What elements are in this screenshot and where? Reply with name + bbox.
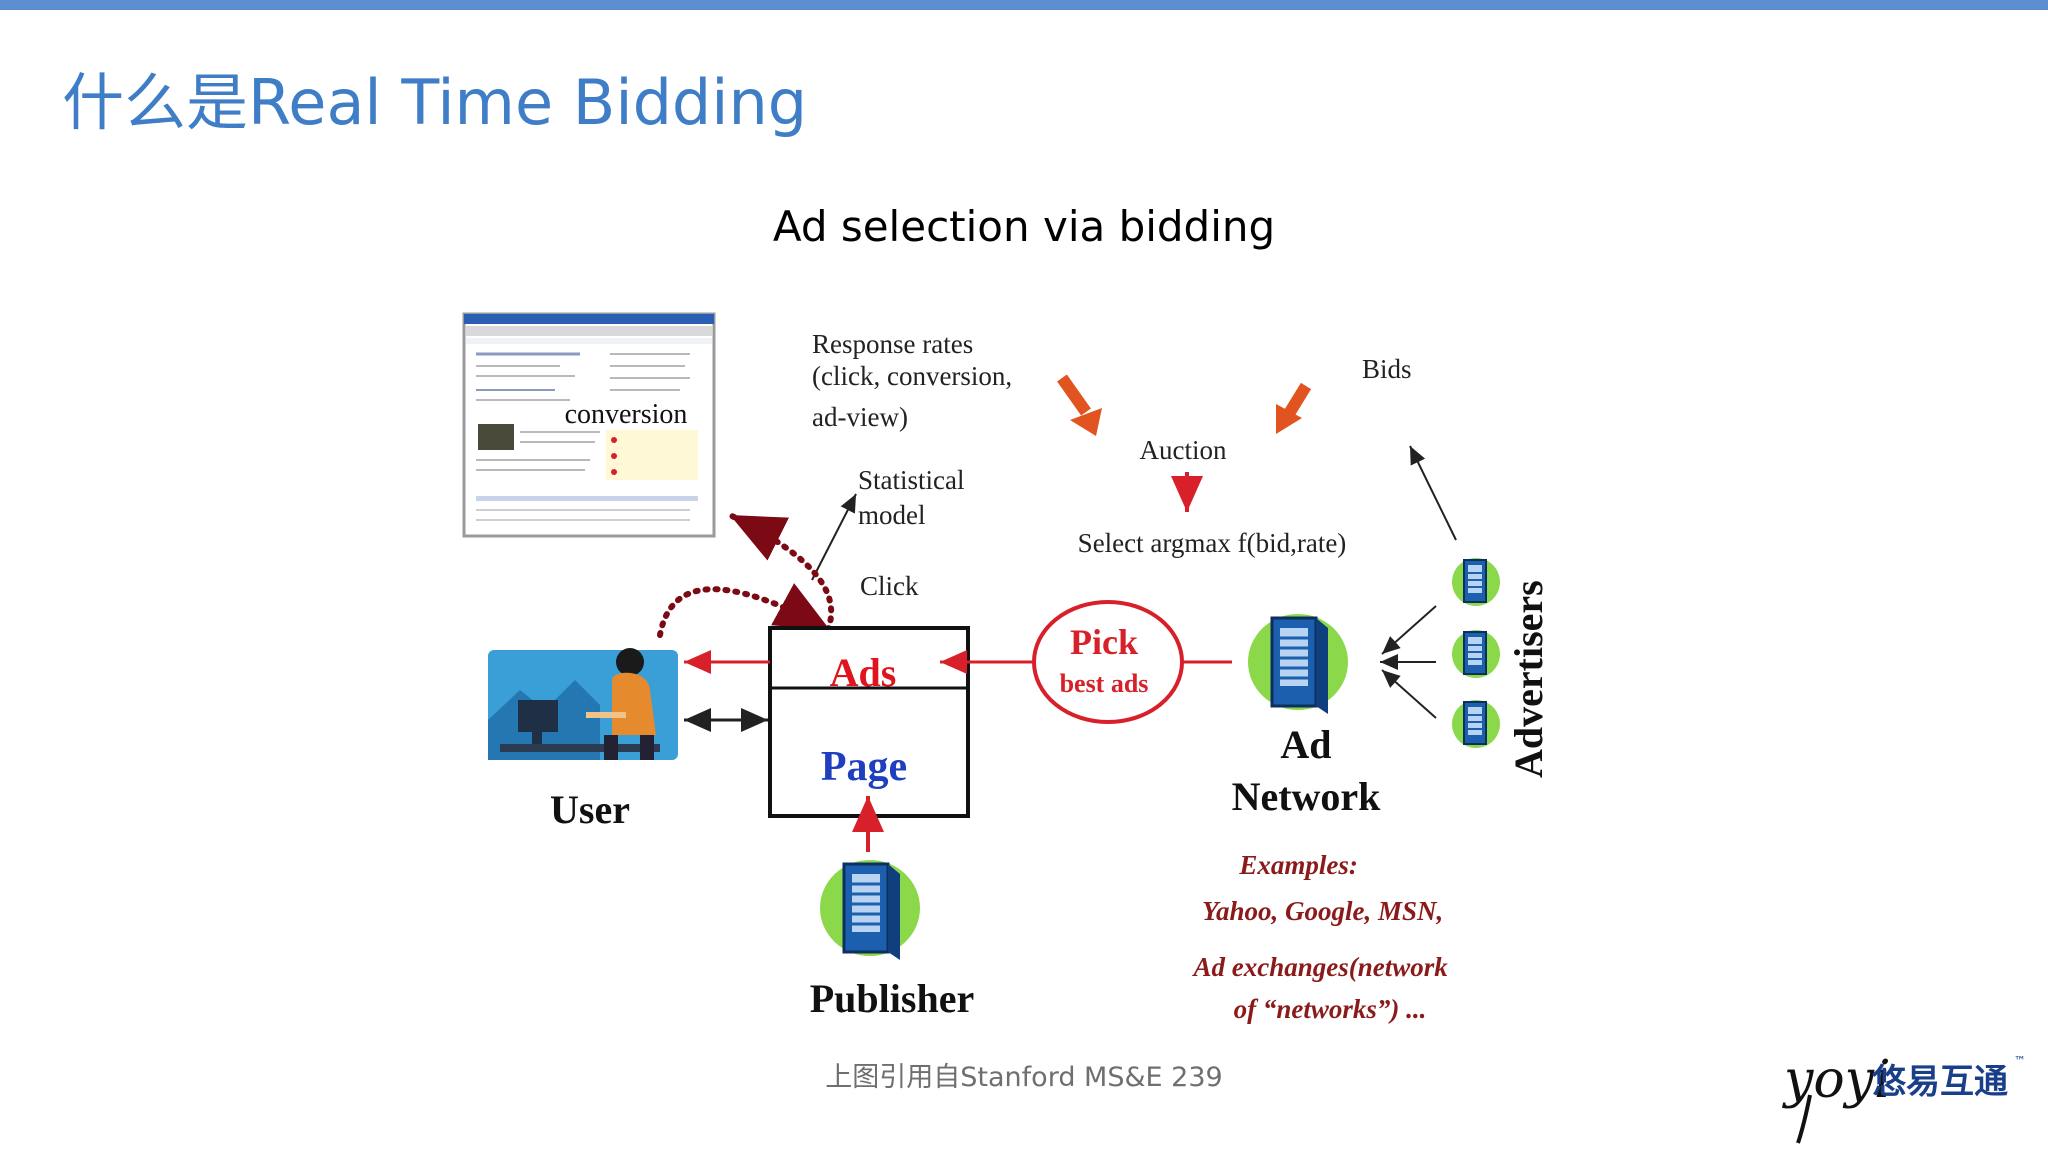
slide-title: 什么是Real Time Bidding xyxy=(62,66,808,139)
advertiser-server-icon-3 xyxy=(1451,699,1501,749)
logo-script-tail xyxy=(1796,1094,1812,1144)
statistical-line-2: model xyxy=(858,500,926,530)
logo-chinese-text: 悠易互通 xyxy=(1872,1062,2008,1102)
yoyi-logo: yoyi 悠易互通 ™ xyxy=(1782,1050,2026,1144)
best-ads-label: best ads xyxy=(1060,669,1149,698)
logo-tm: ™ xyxy=(2014,1054,2026,1068)
screenshot-conversion-label: conversion xyxy=(565,399,688,430)
ad-network-line-2: Network xyxy=(1232,774,1382,819)
response-rates-line-3: ad-view) xyxy=(812,402,908,432)
advertiser-arrow-3 xyxy=(1381,669,1437,719)
svg-text:Response rates (click, con: Response rates (click, conversion, ad-vi… xyxy=(812,329,1019,432)
top-accent-bar xyxy=(0,0,2048,10)
pick-best-ads-ellipse xyxy=(1032,600,1184,724)
advertiser-server-icon-1 xyxy=(1451,557,1501,607)
ad-network-line-1: Ad xyxy=(1280,722,1331,767)
statistical-model-arrow xyxy=(811,493,857,581)
advertiser-arrow-1 xyxy=(1381,605,1437,655)
page-label: Page xyxy=(821,744,907,790)
ads-page-box xyxy=(768,626,970,818)
examples-line-1: Examples: xyxy=(1238,850,1358,880)
response-rates-line-2: (click, conversion, xyxy=(812,361,1012,391)
click-to-conversion-dotted-arrow xyxy=(727,512,835,633)
auction-label: Auction xyxy=(1140,435,1227,465)
bids-label: Bids xyxy=(1362,354,1412,384)
statistical-line-1: Statistical xyxy=(858,465,964,495)
bids-arrow xyxy=(1276,382,1312,434)
svg-text:Examples: Yahoo, Google, M: Examples: Yahoo, Google, MSN, Ad exchang… xyxy=(1191,850,1454,1024)
user-click-dotted-arrow xyxy=(657,583,833,638)
advertiser-server-icon-2 xyxy=(1451,629,1501,679)
advertisers-to-bids-arrow xyxy=(1409,445,1457,541)
slide-subtitle: Ad selection via bidding xyxy=(772,202,1276,251)
click-label: Click xyxy=(860,571,919,601)
advertisers-label: Advertisers xyxy=(1506,580,1551,778)
select-argmax-label: Select argmax f(bid,rate) xyxy=(1078,528,1347,558)
examples-line-2: Yahoo, Google, MSN, xyxy=(1202,896,1443,926)
source-caption: 上图引用自Stanford MS&E 239 xyxy=(825,1062,1223,1093)
computer-user-illustration xyxy=(488,648,678,760)
browser-screenshot: conversion xyxy=(462,312,716,538)
publisher-server-icon xyxy=(818,858,922,962)
examples-line-3: Ad exchanges(network xyxy=(1191,952,1448,982)
ads-label: Ads xyxy=(830,650,897,695)
response-rates-line-1: Response rates xyxy=(812,329,973,359)
svg-text:Statistical model: Statistical model xyxy=(858,465,971,530)
ad-network-server-icon xyxy=(1246,612,1350,716)
rates-arrow xyxy=(1057,374,1102,436)
logo-script-text: yoyi xyxy=(1782,1050,1891,1110)
user-label: User xyxy=(550,787,630,832)
examples-line-4: of “networks”) ... xyxy=(1234,994,1427,1024)
publisher-label: Publisher xyxy=(810,976,974,1021)
pick-label: Pick xyxy=(1070,622,1138,662)
